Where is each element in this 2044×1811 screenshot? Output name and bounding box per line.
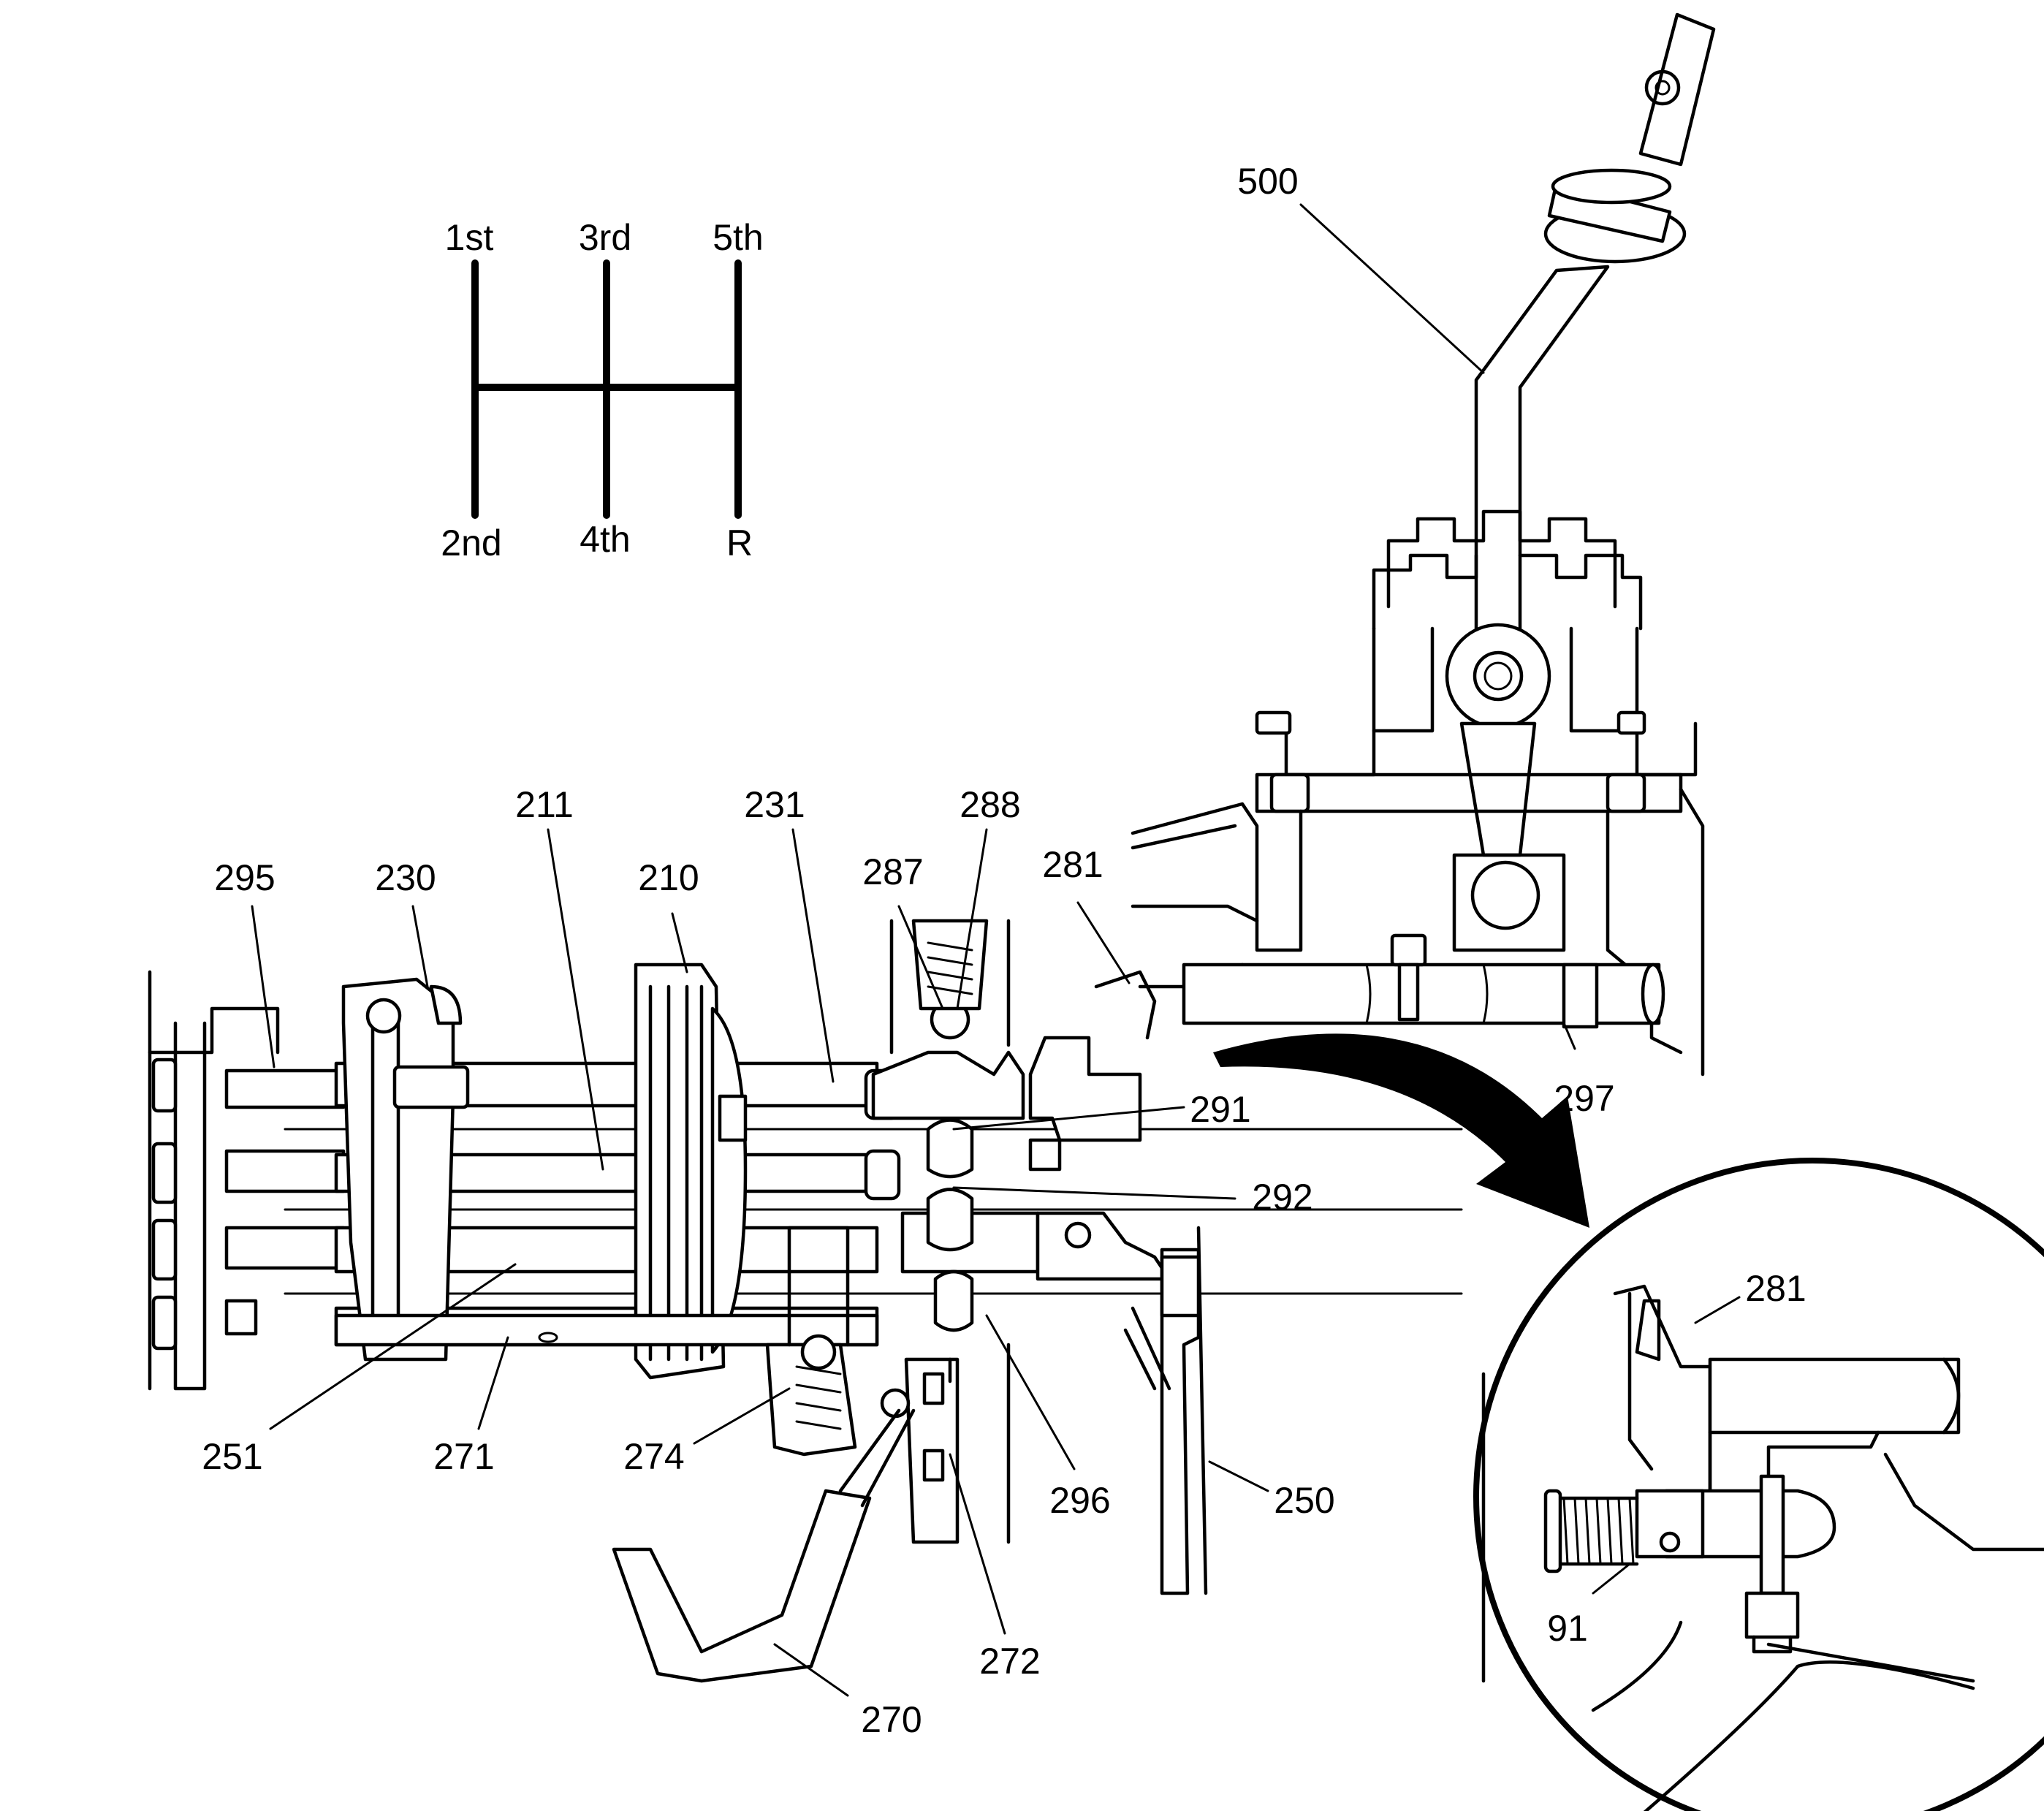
callout-287: 287 [862,851,923,892]
shift-housing [1131,710,1705,1077]
leader-lines [251,203,1741,1697]
callout-500: 500 [1237,161,1298,202]
callout-274: 274 [623,1436,684,1477]
detail-arrow [1213,1033,1589,1228]
gate-label-2nd: 2nd [441,523,501,563]
callout-288: 288 [960,784,1020,825]
callout-251: 251 [202,1436,262,1477]
callout-210: 210 [638,857,699,898]
callout-281: 281 [1042,844,1103,885]
callout-292: 292 [1252,1177,1312,1218]
gate-label-1st: 1st [445,217,494,258]
callout-296: 296 [1049,1480,1110,1521]
detail-callout-91: 91 [1547,1608,1588,1649]
gate-label-R: R [726,523,753,563]
callout-295: 295 [214,857,275,898]
callout-231: 231 [744,784,805,825]
callout-291: 291 [1190,1089,1250,1130]
gate-label-4th: 4th [580,519,631,560]
callout-230: 230 [375,857,436,898]
callout-250: 250 [1274,1480,1334,1521]
callout-labels: 500 295 230 211 210 231 287 288 281 291 … [202,161,1806,1740]
detail-view [1473,1158,2044,1811]
detail-callout-281: 281 [1745,1268,1806,1309]
gate-label-5th: 5th [713,217,764,258]
shift-rail-assembly [148,919,1463,1683]
callout-211: 211 [515,784,574,825]
callout-271: 271 [433,1436,494,1477]
shift-pattern: 1st 3rd 5th 2nd 4th R [441,217,763,563]
callout-297: 297 [1554,1078,1614,1119]
callout-270: 270 [861,1699,922,1740]
shift-lever [1372,12,1716,952]
callout-272: 272 [979,1641,1040,1682]
gate-label-3rd: 3rd [579,217,631,258]
